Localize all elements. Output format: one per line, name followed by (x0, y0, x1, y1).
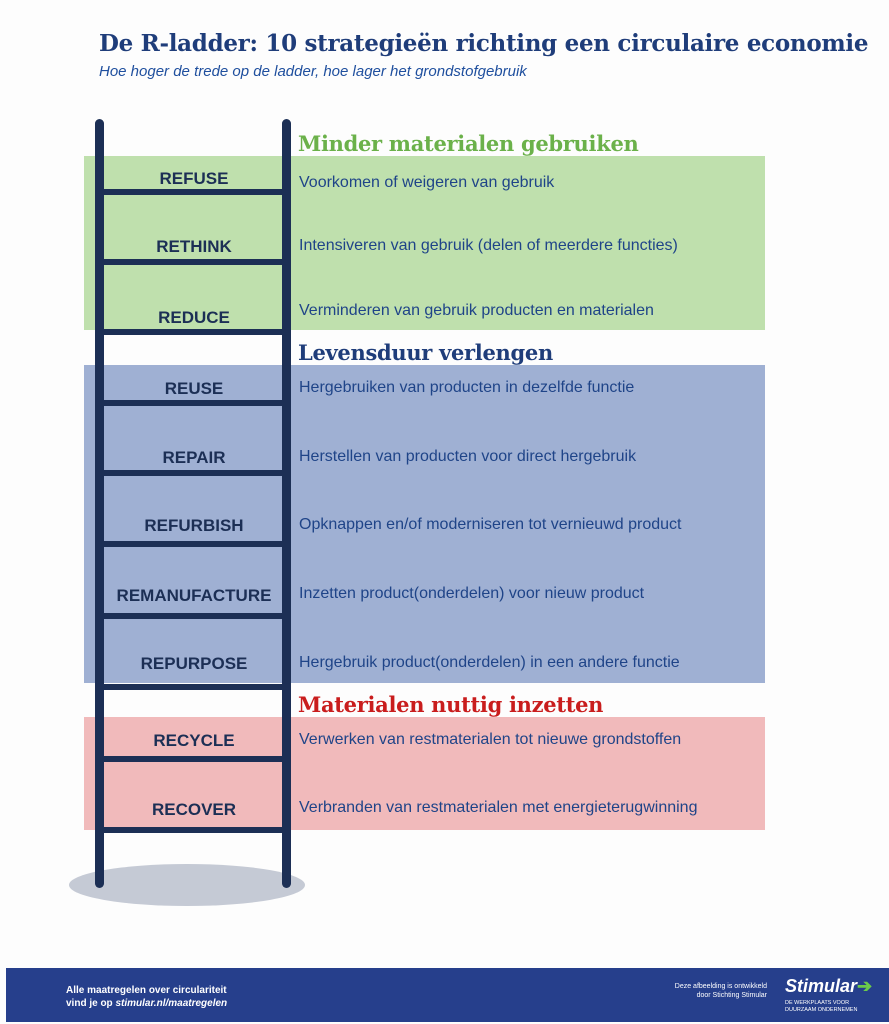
ladder-rung (100, 400, 288, 406)
group-band-useful-materials (84, 717, 765, 830)
step-description-repair: Herstellen van producten voor direct her… (299, 448, 637, 465)
step-description-refurbish: Opknappen en/of moderniseren tot vernieu… (299, 516, 682, 533)
page-subtitle: Hoe hoger de trede op de ladder, hoe lag… (99, 63, 527, 80)
ladder-rung (100, 756, 288, 762)
step-description-refuse: Voorkomen of weigeren van gebruik (299, 174, 555, 191)
footer-tagline-line1: DE WERKPLAATS VOOR (785, 1000, 850, 1006)
footer-credit-line2: door Stichting Stimular (696, 992, 767, 999)
footer-credit-line1: Deze afbeelding is ontwikkeld (674, 983, 767, 990)
step-description-reduce: Verminderen van gebruik producten en mat… (299, 302, 654, 319)
footer-link[interactable]: stimular.nl/maatregelen (115, 998, 228, 1009)
group-heading-useful-materials: Materialen nuttig inzetten (298, 692, 604, 717)
step-description-repurpose: Hergebruik product(onderdelen) in een an… (299, 654, 680, 671)
arrow-right-icon: ➔ (857, 976, 873, 996)
step-label-reduce: REDUCE (158, 308, 230, 327)
step-description-recover: Verbranden van restmaterialen met energi… (299, 799, 698, 816)
group-band-reduce-materials (84, 156, 765, 330)
stimular-logo: Stimular➔ (785, 976, 872, 997)
footer-credit: Deze afbeelding is ontwikkeld door Stich… (675, 982, 767, 1000)
step-label-remanufacture: REMANUFACTURE (116, 586, 272, 605)
step-description-reuse: Hergebruiken van producten in dezelfde f… (299, 379, 635, 396)
ladder-rung (100, 613, 288, 619)
footer-info-line1: Alle maatregelen over circulariteit (66, 985, 227, 996)
ladder-rung (100, 259, 288, 265)
footer-bar: Alle maatregelen over circulariteit vind… (6, 968, 889, 1022)
group-heading-reduce-materials: Minder materialen gebruiken (298, 131, 639, 156)
ladder-rung (100, 470, 288, 476)
ladder-rung (100, 684, 288, 690)
ladder-rung (100, 827, 288, 833)
stimular-logo-text: Stimular (785, 976, 858, 996)
page-title: De R-ladder: 10 strategieën richting een… (99, 30, 869, 57)
group-heading-extend-lifetime: Levensduur verlengen (298, 340, 553, 365)
ladder-rail-left (95, 119, 104, 888)
step-label-reuse: REUSE (164, 379, 224, 398)
footer-tagline-line2: DUURZAAM ONDERNEMEN (785, 1007, 858, 1013)
ladder-rung (100, 329, 288, 335)
group-band-extend-lifetime (84, 365, 765, 683)
step-label-recycle: RECYCLE (153, 731, 235, 750)
footer-info-line2: vind je op stimular.nl/maatregelen (66, 997, 227, 1010)
footer-info: Alle maatregelen over circulariteit vind… (66, 984, 227, 1010)
step-label-recover: RECOVER (151, 800, 237, 819)
ladder-rail-right (282, 119, 291, 888)
footer-tagline: DE WERKPLAATS VOOR DUURZAAM ONDERNEMEN (785, 1000, 857, 1014)
step-label-rethink: RETHINK (156, 237, 232, 256)
step-description-rethink: Intensiveren van gebruik (delen of meerd… (299, 237, 678, 254)
step-label-refurbish: REFURBISH (144, 516, 244, 535)
footer-info-prefix: vind je op (66, 998, 116, 1009)
step-label-repurpose: REPURPOSE (140, 654, 248, 673)
ladder-rung (100, 189, 288, 195)
step-label-repair: REPAIR (162, 448, 226, 467)
ladder-shadow (69, 864, 305, 906)
ladder-rung (100, 541, 288, 547)
step-description-remanufacture: Inzetten product(onderdelen) voor nieuw … (299, 585, 645, 602)
step-description-recycle: Verwerken van restmaterialen tot nieuwe … (299, 731, 682, 748)
step-label-refuse: REFUSE (159, 169, 229, 188)
